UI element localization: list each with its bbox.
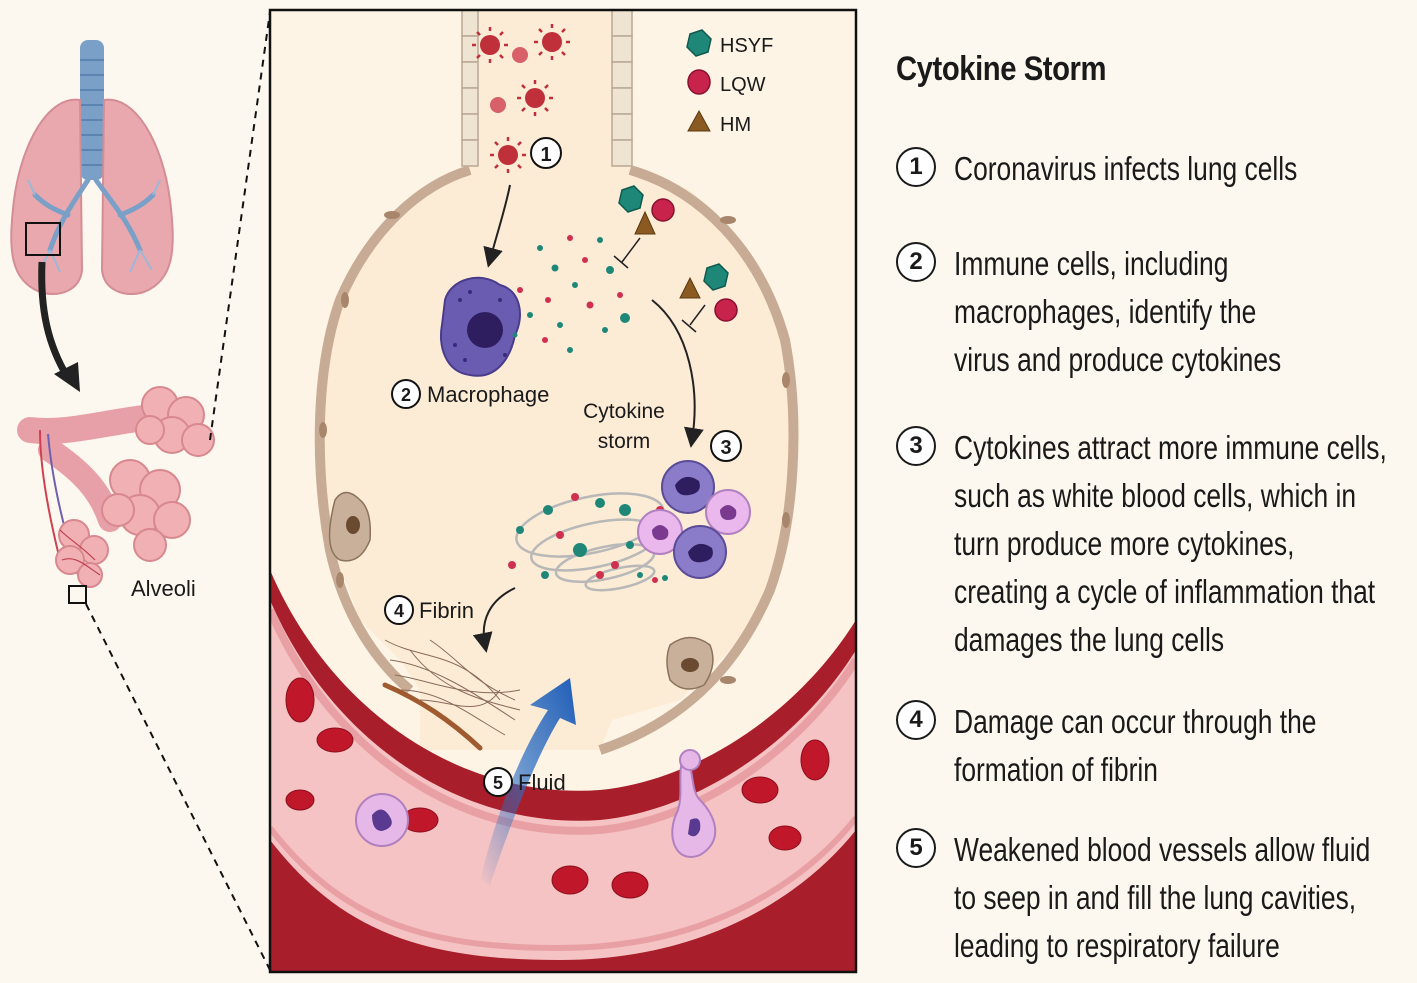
cytokine-storm-swirl (508, 492, 668, 592)
virus-particles (472, 24, 570, 173)
svg-text:4: 4 (394, 601, 404, 621)
legend-hsyf-label: HSYF (720, 35, 773, 57)
detail-panel-border (268, 8, 858, 974)
svg-text:3: 3 (720, 437, 731, 459)
step-5-text: Weakened blood vessels allow fluid to se… (954, 831, 1371, 964)
zoom-line-bottom (85, 603, 271, 971)
migrating-white-blood-cell (671, 753, 717, 858)
step-4-text: Damage can occur through the formation o… (954, 703, 1317, 788)
alveolar-wall-right (598, 165, 799, 755)
zoom-arrow (38, 261, 71, 380)
epithelial-cells-left (461, 10, 479, 167)
alveoli-illustration: Alveoli (17, 386, 215, 604)
inhibitor-group-2 (679, 263, 738, 333)
step-1-text: Coronavirus infects lung cells (954, 150, 1298, 187)
svg-text:1: 1 (540, 144, 551, 166)
damaged-cells (328, 491, 714, 690)
fibrin-label: Fibrin (419, 598, 474, 623)
right-lung (100, 98, 174, 295)
legend-lqw-icon (687, 69, 711, 95)
legend-lqw-label: LQW (720, 74, 766, 96)
legend-hsyf-icon (686, 29, 712, 57)
cytokine-storm-label-2: storm (598, 430, 651, 453)
macrophage-cell (440, 276, 521, 377)
cytokine-storm-label-1: Cytokine (583, 400, 665, 423)
zoom-box-alveoli (68, 585, 87, 604)
step-5-number: 5 (896, 828, 936, 868)
cytokines (512, 235, 630, 353)
white-blood-cells-cluster (637, 460, 751, 579)
step-2-text: Immune cells, including macrophages, ide… (954, 245, 1282, 378)
fibrin-arrow (472, 587, 516, 653)
step-3-text: Cytokines attract more immune cells, suc… (954, 429, 1387, 658)
step-2-number: 2 (896, 242, 936, 282)
infection-arrow (483, 184, 511, 268)
fluid-label: Fluid (518, 770, 566, 795)
zoom-box-lung (25, 222, 61, 256)
panel-title: Cytokine Storm (896, 50, 1107, 88)
alveoli-label: Alveoli (131, 576, 196, 601)
epithelial-cells-right (611, 10, 633, 167)
svg-text:5: 5 (493, 773, 503, 793)
legend-hm-icon (687, 109, 711, 132)
step-1-number: 1 (896, 147, 936, 187)
step-marker-1 (530, 137, 562, 169)
step-4-number: 4 (896, 700, 936, 740)
inhibitor-group-1 (613, 185, 675, 269)
svg-text:2: 2 (401, 385, 411, 405)
step-marker-2 (391, 379, 421, 409)
legend-hm-label: HM (720, 114, 751, 136)
legend: HSYF LQW HM (686, 29, 773, 136)
macrophage-label: Macrophage (427, 382, 549, 407)
step-marker-5 (483, 767, 513, 797)
left-lung (10, 98, 84, 295)
fibrin-strands (384, 639, 521, 736)
zoom-line-top (209, 11, 271, 441)
step-marker-4 (384, 595, 414, 625)
red-blood-cells (285, 677, 830, 899)
center-labels: 1 2 Macrophage Cytokine storm 3 4 Fibrin… (384, 137, 742, 797)
step-marker-3 (710, 430, 742, 462)
fluid-arrow (480, 678, 576, 885)
storm-arrow (651, 299, 704, 448)
step-3-number: 3 (896, 426, 936, 466)
lungs-illustration (10, 40, 174, 392)
